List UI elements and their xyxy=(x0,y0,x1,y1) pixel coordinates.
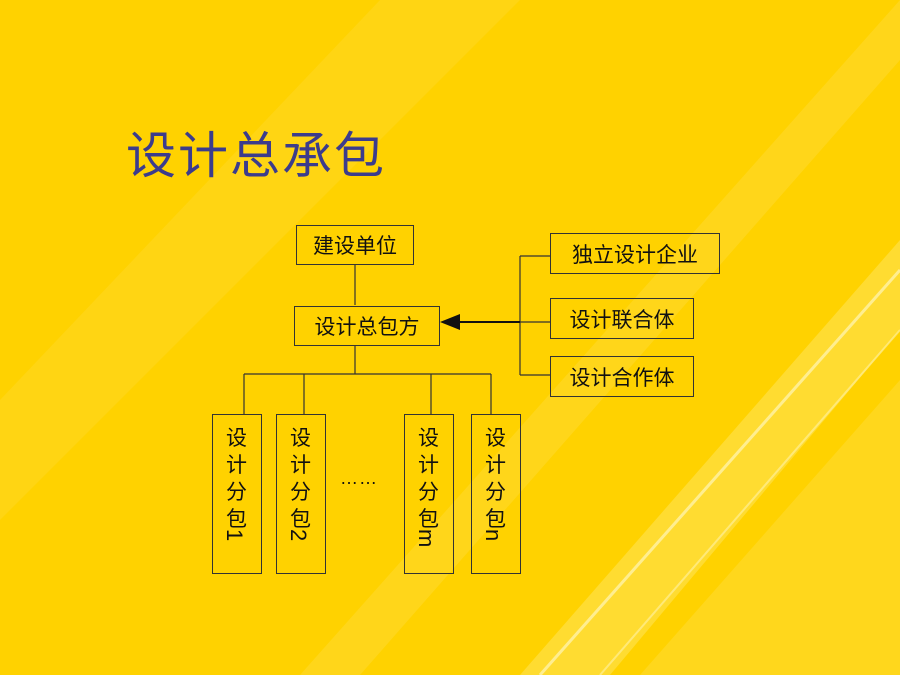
subcontract-label: 设计分包 xyxy=(485,426,506,531)
slide-title: 设计总承包 xyxy=(126,127,386,185)
node-subcontract-n: 设计分包 n xyxy=(471,414,521,574)
node-form-cooperation: 设计合作体 xyxy=(550,356,694,397)
subcontract-index: m xyxy=(414,529,439,548)
node-subcontract-2: 设计分包 2 xyxy=(276,414,326,574)
node-subcontract-m: 设计分包 m xyxy=(404,414,454,574)
subcontract-label: 设计分包 xyxy=(226,426,247,531)
subcontract-label: 设计分包 xyxy=(290,426,311,531)
subcontract-index: 2 xyxy=(286,529,311,542)
subcontract-label: 设计分包 xyxy=(418,426,439,531)
ellipsis: …… xyxy=(340,468,378,488)
node-form-independent: 独立设计企业 xyxy=(550,233,720,274)
node-main-contractor: 设计总包方 xyxy=(294,306,440,346)
subcontract-index: n xyxy=(481,529,506,542)
node-client: 建设单位 xyxy=(296,225,414,265)
subcontract-index: 1 xyxy=(222,529,247,542)
node-subcontract-1: 设计分包 1 xyxy=(212,414,262,574)
node-form-consortium: 设计联合体 xyxy=(550,298,694,339)
